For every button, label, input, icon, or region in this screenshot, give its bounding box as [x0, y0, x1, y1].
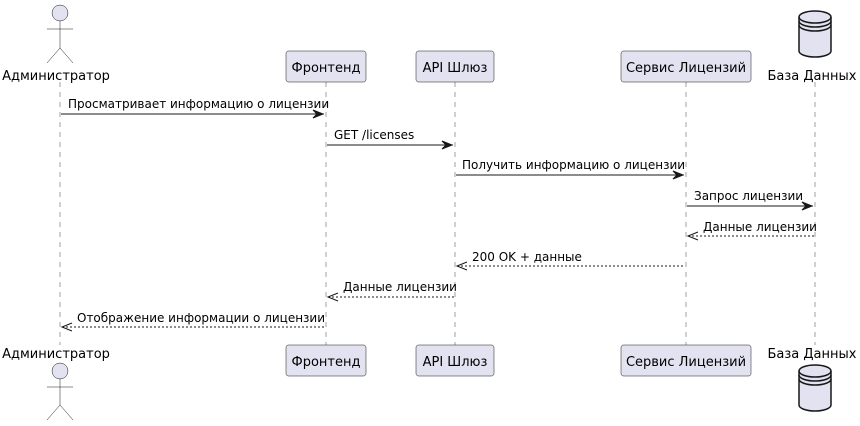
arrow-head-icon	[441, 140, 454, 150]
arrow-open-icon	[686, 231, 699, 241]
participant-label-database: База Данных	[768, 347, 857, 362]
participant-label-frontend: Фронтенд	[292, 61, 361, 76]
message-label: Отображение информации о лицензии	[77, 311, 325, 325]
message-label: Запрос лицензии	[694, 189, 803, 203]
message-5: Данные лицензии	[686, 220, 817, 241]
participant-frontend-bottom: Фронтенд	[285, 344, 367, 377]
participant-label-admin: Администратор	[2, 347, 110, 362]
arrow-open-icon	[60, 322, 73, 332]
participant-label-license-service: Сервис Лицензий	[626, 61, 746, 76]
message-7: Данные лицензии	[326, 280, 457, 302]
message-label: GET /licenses	[334, 128, 414, 142]
message-1: Просматривает информацию о лицензии	[61, 97, 329, 119]
participant-database-top: База Данных	[768, 10, 857, 84]
database-icon	[798, 364, 832, 412]
message-4: Запрос лицензии	[687, 189, 814, 211]
message-label: Просматривает информацию о лицензии	[68, 97, 329, 111]
message-label: Данные лицензии	[703, 220, 817, 234]
message-8: Отображение информации о лицензии	[60, 311, 325, 332]
participant-license-service-top: Сервис Лицензий	[620, 50, 752, 83]
participant-database-bottom: База Данных	[768, 347, 857, 412]
actor-admin-top: Администратор	[2, 4, 110, 84]
database-icon	[798, 10, 832, 58]
arrow-head-icon	[312, 109, 325, 119]
message-2: GET /licenses	[327, 128, 454, 150]
arrow-head-icon	[672, 170, 685, 180]
message-label: Данные лицензии	[343, 280, 457, 294]
participant-label-gateway: API Шлюз	[423, 355, 488, 370]
participant-label-gateway: API Шлюз	[423, 61, 488, 76]
participant-gateway-top: API Шлюз	[415, 50, 495, 83]
actor-admin-bottom: Администратор	[2, 347, 110, 421]
message-label: 200 OK + данные	[472, 250, 582, 264]
arrow-open-icon	[326, 292, 339, 302]
actor-icon	[46, 4, 74, 64]
participant-frontend-top: Фронтенд	[285, 50, 367, 83]
actor-icon	[46, 362, 74, 421]
participant-label-database: База Данных	[768, 69, 857, 84]
message-6: 200 OK + данные	[455, 250, 685, 271]
participant-label-license-service: Сервис Лицензий	[626, 355, 746, 370]
arrow-open-icon	[455, 261, 468, 271]
arrow-head-icon	[801, 201, 814, 211]
participant-license-service-bottom: Сервис Лицензий	[620, 344, 752, 377]
participant-gateway-bottom: API Шлюз	[415, 344, 495, 377]
participant-label-admin: Администратор	[2, 69, 110, 84]
participant-label-frontend: Фронтенд	[292, 355, 361, 370]
message-label: Получить информацию о лицензии	[462, 158, 685, 172]
message-3: Получить информацию о лицензии	[456, 158, 685, 180]
